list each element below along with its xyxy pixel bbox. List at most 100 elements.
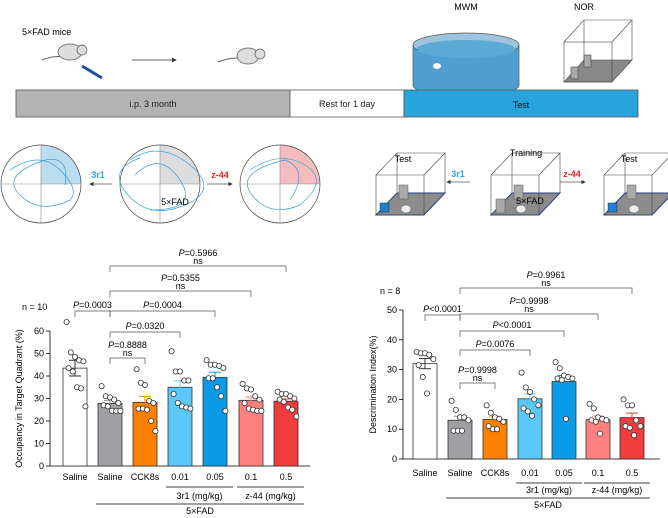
- category-label: CCK8s: [131, 472, 160, 482]
- data-point: [209, 375, 216, 382]
- mouse-icon: [400, 204, 412, 214]
- data-point: [415, 362, 422, 369]
- data-point: [465, 417, 472, 424]
- timeline-rest-label: Rest for 1 day: [319, 99, 376, 109]
- data-point: [590, 405, 597, 412]
- data-point: [98, 383, 105, 390]
- nor-panel: Test Training Test 5×FAD 3r1 z-44: [374, 148, 668, 216]
- data-point: [247, 386, 254, 393]
- mouse-icon: [628, 204, 640, 214]
- category-label: 0.05: [555, 468, 573, 478]
- data-point: [82, 403, 89, 410]
- p-value-label: P=0.8888: [108, 340, 147, 350]
- data-point: [426, 351, 433, 358]
- data-point: [111, 396, 118, 403]
- data-point: [524, 408, 531, 415]
- timeline-rest: [289, 89, 405, 118]
- data-point: [176, 368, 183, 375]
- mwm-3r1-label: 3r1: [91, 170, 105, 180]
- data-point: [72, 353, 79, 360]
- group-label: 3r1 (mg/kg): [526, 485, 572, 495]
- data-point: [289, 406, 296, 413]
- n-label: n = 8: [380, 286, 400, 296]
- data-point: [168, 348, 175, 355]
- bar-0: [412, 363, 438, 460]
- cylinder-icon: [495, 198, 506, 214]
- bar-5: [585, 419, 611, 460]
- ns-label: ns: [123, 348, 133, 358]
- cube-icon: [607, 202, 618, 213]
- data-point: [626, 424, 633, 431]
- y-tick-label: 20: [387, 394, 397, 404]
- category-label: Saline: [412, 468, 437, 478]
- significance-bracket: [459, 313, 599, 320]
- data-point: [133, 366, 140, 373]
- data-point: [552, 359, 559, 366]
- data-point: [452, 406, 459, 413]
- p-value-label: P=0.0004: [143, 300, 182, 310]
- data-point: [620, 396, 627, 403]
- ns-label: ns: [473, 373, 483, 383]
- data-point: [535, 402, 542, 409]
- super-group-label: 5×FAD: [186, 506, 214, 516]
- nor-label: NOR: [574, 2, 595, 12]
- data-point: [496, 415, 503, 422]
- data-point: [187, 405, 194, 412]
- p-value-label: P<0.0001: [423, 304, 462, 314]
- group-label: 3r1 (mg/kg): [176, 491, 222, 501]
- p-value-label: P=0.0320: [126, 321, 165, 331]
- data-point: [487, 409, 494, 416]
- ns-label: ns: [541, 278, 551, 288]
- box-edges: [603, 152, 668, 216]
- cylinder-icon: [513, 184, 524, 200]
- data-point: [148, 417, 155, 424]
- mwm-circle-5xfad: [119, 144, 205, 224]
- nor-test-right-label: Test: [621, 154, 638, 164]
- significance-bracket: [424, 314, 461, 321]
- y-axis-label: Descrimination Index(%): [368, 335, 378, 433]
- data-point: [239, 380, 246, 387]
- data-point: [603, 417, 610, 424]
- category-label: Saline: [447, 468, 472, 478]
- data-point: [500, 418, 507, 425]
- data-point: [461, 414, 468, 421]
- data-point: [252, 393, 259, 400]
- data-point: [637, 423, 644, 430]
- p-value-label: P=0.5355: [161, 273, 200, 283]
- data-point: [65, 365, 72, 372]
- ns-label: ns: [176, 281, 186, 291]
- data-point: [63, 318, 70, 325]
- y-tick-label: 30: [34, 394, 44, 404]
- cylinder-icon: [626, 184, 637, 200]
- p-value-label: P<0.0001: [493, 320, 532, 330]
- category-label: 0.5: [626, 468, 639, 478]
- data-point: [241, 399, 248, 406]
- significance-bracket: [109, 310, 216, 317]
- mwm-circle-3r1: [0, 144, 82, 224]
- data-point: [529, 412, 536, 419]
- data-point: [293, 413, 300, 420]
- y-tick-label: 60: [34, 326, 44, 336]
- y-tick-label: 10: [387, 424, 397, 434]
- data-point: [78, 385, 85, 392]
- significance-bracket: [459, 287, 633, 294]
- category-label: 0.05: [206, 472, 224, 482]
- timeline-ip: [15, 89, 291, 118]
- data-point: [569, 375, 576, 382]
- nor-box-icon: [374, 152, 447, 216]
- data-point: [597, 430, 604, 437]
- data-point: [518, 369, 525, 376]
- data-point: [280, 398, 287, 405]
- data-point: [203, 357, 210, 364]
- data-point: [141, 381, 148, 388]
- data-point: [258, 407, 265, 414]
- data-point: [520, 405, 527, 412]
- data-point: [423, 390, 430, 397]
- data-point: [104, 403, 111, 410]
- data-point: [458, 427, 465, 434]
- data-point: [291, 395, 298, 402]
- n-label: n = 10: [22, 302, 47, 312]
- significance-bracket: [109, 357, 146, 364]
- significance-bracket: [109, 290, 252, 297]
